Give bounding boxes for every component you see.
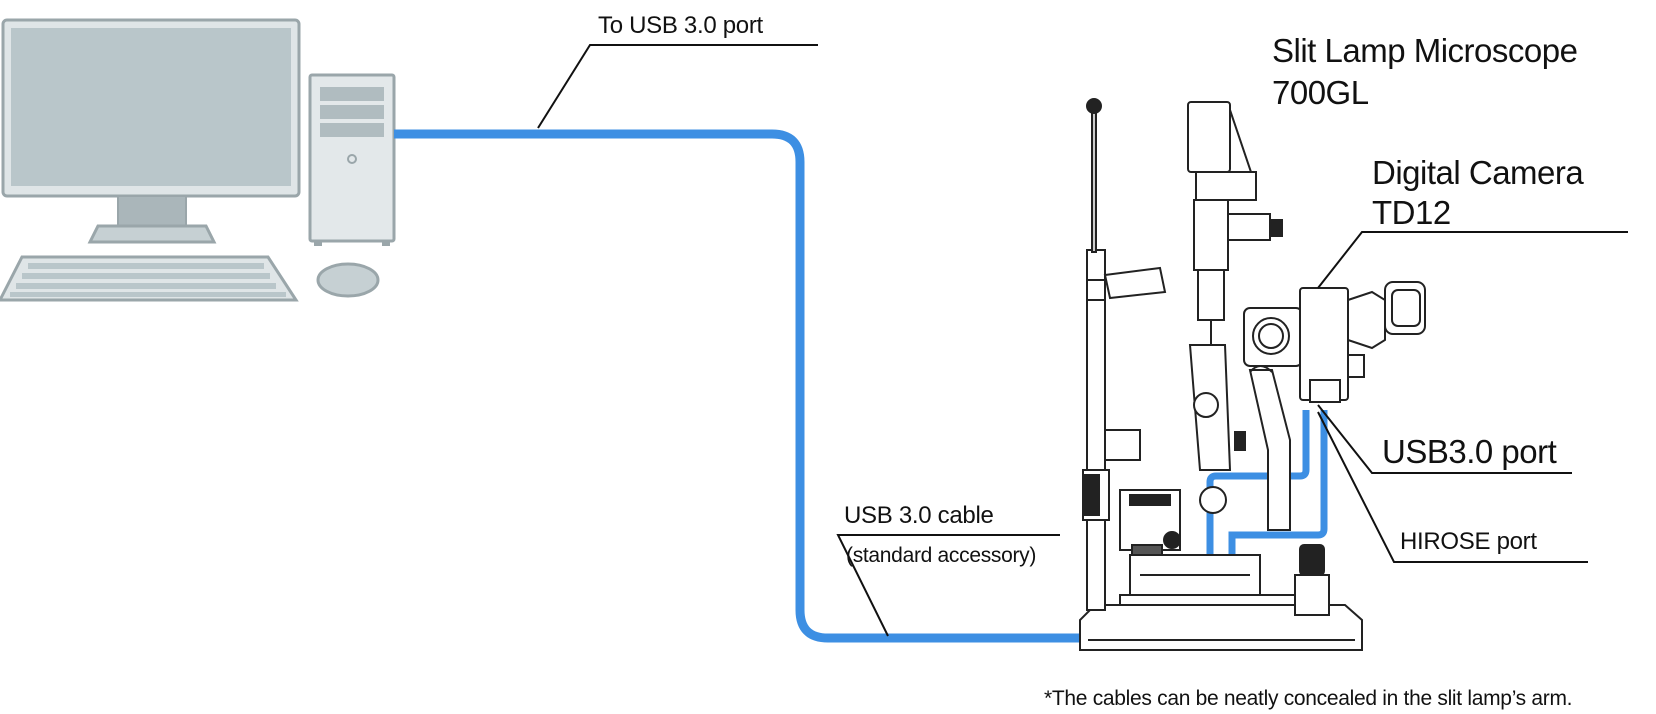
desktop-computer-icon — [0, 18, 396, 302]
internal-cable-hirose — [1228, 410, 1328, 560]
usb-cable-label: USB 3.0 cable — [844, 502, 994, 529]
internal-cable-usb — [1206, 410, 1310, 600]
digital-camera-icon — [1299, 281, 1426, 403]
camera-model-label: TD12 — [1372, 194, 1451, 231]
camera-name-label: Digital Camera — [1372, 154, 1584, 191]
microscope-name-label: Slit Lamp Microscope — [1272, 32, 1578, 69]
leader-lines — [537, 44, 1628, 637]
leader-hirose-port — [1317, 411, 1588, 563]
usb-cable-line — [394, 129, 1150, 643]
hirose-port-label: HIROSE port — [1400, 528, 1537, 555]
microscope-model-label: 700GL — [1272, 74, 1369, 111]
to-usb-port-label: To USB 3.0 port — [598, 12, 763, 39]
usb3-port-label: USB3.0 port — [1382, 433, 1557, 470]
slit-lamp-microscope-icon — [1079, 98, 1363, 651]
footnote: *The cables can be neatly concealed in t… — [1044, 687, 1573, 710]
usb-cable-accessory-label: (standard accessory) — [846, 544, 1037, 567]
leader-usb-cable — [836, 534, 1060, 637]
leader-to-usb-port — [537, 44, 818, 129]
leader-usb3-port — [1317, 404, 1572, 474]
leader-camera — [1317, 231, 1628, 289]
